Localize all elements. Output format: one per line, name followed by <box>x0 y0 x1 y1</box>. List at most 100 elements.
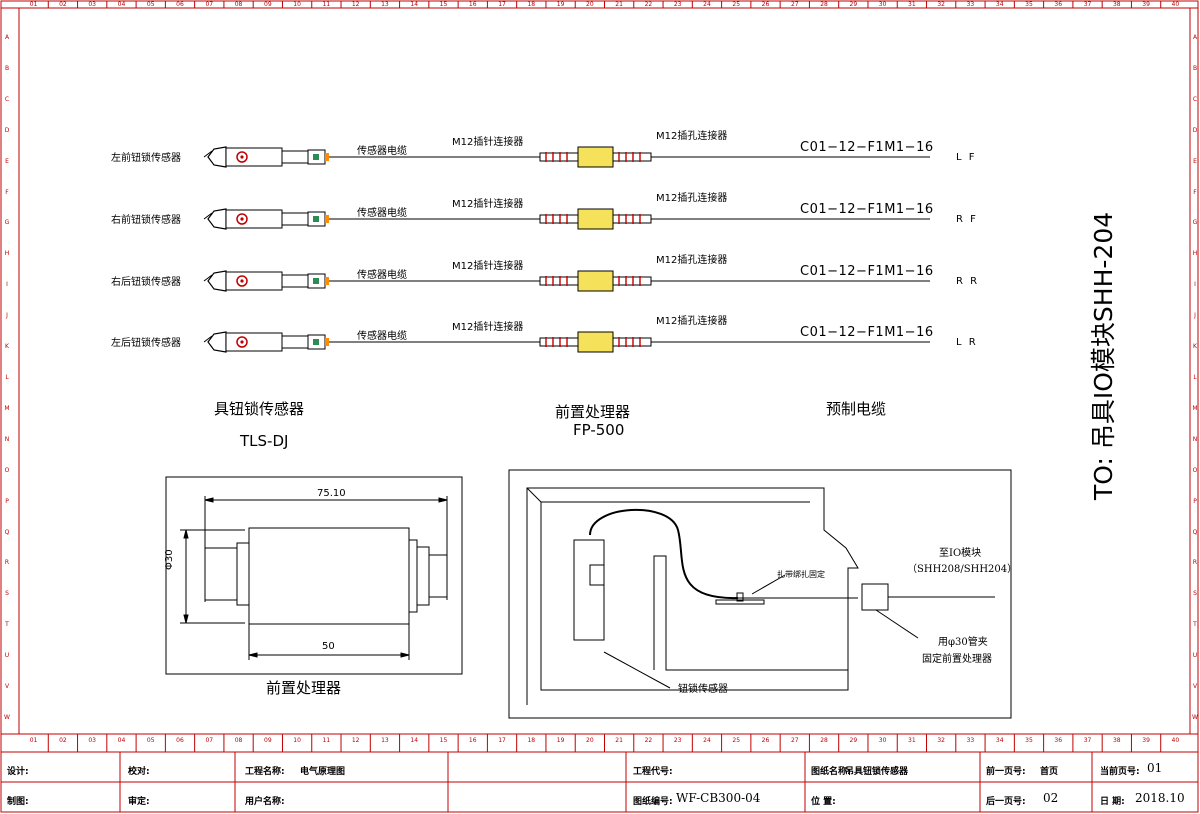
frame-column-number: 25 <box>732 1 741 8</box>
frame-column-number: 12 <box>351 1 360 8</box>
frame-column-number: 40 <box>1171 737 1180 744</box>
check-label: 校对: <box>128 767 150 777</box>
frame-row-letter: P <box>1193 497 1197 505</box>
channel-position-label: R R <box>956 276 980 287</box>
frame-row-letter: J <box>6 312 8 320</box>
review-label: 审定: <box>128 797 150 807</box>
frame-row-letter: Q <box>4 528 10 536</box>
diameter-dimension-label: Φ30 <box>164 549 175 570</box>
frame-column-number: 28 <box>820 1 828 8</box>
frame-row-letter: D <box>1192 126 1198 134</box>
channel-sensor-label: 右后钮锁传感器 <box>111 277 181 288</box>
sensor-model: TLS-DJ <box>240 432 289 450</box>
prev-page-value: 首页 <box>1040 767 1059 777</box>
frame-column-number: 29 <box>849 737 858 744</box>
body-dimension-label: 50 <box>322 641 335 652</box>
frame-column-number: 20 <box>586 737 594 744</box>
date-label: 日 期: <box>1100 797 1125 807</box>
dimension-drawing-caption: 前置处理器 <box>266 679 342 697</box>
frame-row-letter: L <box>5 374 9 381</box>
frame-column-number: 38 <box>1112 737 1121 744</box>
project-code-label: 工程代号: <box>633 767 673 777</box>
frame-column-number: 16 <box>468 1 477 8</box>
frame-row-letter: N <box>4 435 10 443</box>
frame-row-letter: U <box>4 652 10 660</box>
channel-socket-connector-label: M12插孔连接器 <box>656 255 728 266</box>
frame-row-letter: A <box>1192 34 1198 41</box>
frame-row-letter: C <box>1192 95 1198 103</box>
frame-row-letter: E <box>1193 157 1197 165</box>
frame-row-letter: O <box>1192 466 1198 474</box>
frame-column-number: 22 <box>644 1 653 8</box>
frame-column-number: 16 <box>468 737 477 744</box>
frame-row-letter: R <box>4 559 10 567</box>
frame-column-number: 21 <box>615 1 623 8</box>
frame-column-number: 32 <box>937 1 945 8</box>
frame-column-number: 29 <box>849 1 858 8</box>
frame-column-number: 31 <box>908 1 916 8</box>
frame-column-number: 39 <box>1142 1 1150 8</box>
channel-socket-connector-label: M12插孔连接器 <box>656 193 728 204</box>
frame-row-letter: R <box>1192 559 1198 567</box>
channel-2-wiring <box>203 208 930 230</box>
frame-column-number: 24 <box>703 1 711 8</box>
frame-column-number: 18 <box>527 1 536 8</box>
io-module-models: （SHH208/SHH204） <box>907 564 1018 575</box>
sensor-section-title: 具钮锁传感器 <box>214 400 305 418</box>
frame-column-number: 36 <box>1054 737 1063 744</box>
frame-row-letter: F <box>5 188 9 196</box>
to-io-module-label: 至IO模块 <box>939 548 982 559</box>
frame-column-number: 14 <box>410 737 419 744</box>
frame-column-number: 24 <box>703 737 711 744</box>
processor-model: FP-500 <box>573 421 625 439</box>
channel-cable-label: 传感器电缆 <box>357 146 407 157</box>
frame-row-letter: B <box>4 64 10 72</box>
frame-row-letter: M <box>4 404 10 412</box>
frame-column-number: 35 <box>1025 737 1033 744</box>
channel-plug-connector-label: M12插针连接器 <box>452 322 524 333</box>
frame-column-number: 05 <box>146 737 155 744</box>
channel-cable-label: 传感器电缆 <box>357 270 407 281</box>
frame-column-number: 03 <box>88 1 96 8</box>
frame-row-letter: K <box>5 343 9 351</box>
frame-column-number: 33 <box>966 737 975 744</box>
channel-cable-label: 传感器电缆 <box>357 208 407 219</box>
channel-cable-code: C01−12−F1M1−16 <box>800 202 934 217</box>
frame-column-number: 35 <box>1025 1 1033 8</box>
frame-column-number: 21 <box>615 737 623 744</box>
draw-label: 制图: <box>7 797 29 807</box>
frame-row-letter: F <box>1193 188 1197 196</box>
frame-column-number: 09 <box>264 1 272 8</box>
frame-row-letter: S <box>5 590 9 598</box>
frame-column-number: 02 <box>59 737 67 744</box>
frame-column-number: 31 <box>908 737 916 744</box>
processor-dimension-drawing <box>165 476 463 675</box>
channel-position-label: L R <box>956 337 978 348</box>
frame-column-number: 06 <box>176 737 184 744</box>
processor-section-title: 前置处理器 <box>555 403 631 421</box>
channel-position-label: R F <box>956 214 978 225</box>
frame-column-number: 10 <box>293 737 301 744</box>
frame-column-number: 13 <box>381 737 389 744</box>
frame-column-number: 11 <box>322 1 331 8</box>
channel-socket-connector-label: M12插孔连接器 <box>656 316 728 327</box>
frame-column-number: 19 <box>556 1 565 8</box>
frame-row-letter: G <box>4 219 10 227</box>
frame-column-number: 08 <box>234 1 243 8</box>
frame-row-letter: P <box>5 497 9 505</box>
frame-column-number: 03 <box>88 737 96 744</box>
frame-row-letter: W <box>4 714 10 721</box>
project-name-label: 工程名称: <box>245 767 285 777</box>
frame-column-number: 40 <box>1171 1 1180 8</box>
frame-row-letter: H <box>1192 250 1198 258</box>
frame-column-number: 14 <box>410 1 419 8</box>
frame-row-letter: T <box>5 621 9 629</box>
frame-column-number: 04 <box>117 1 126 8</box>
design-label: 设计: <box>7 767 29 777</box>
frame-row-letter: M <box>1192 404 1198 412</box>
channel-cable-code: C01−12−F1M1−16 <box>800 140 934 155</box>
frame-column-number: 10 <box>293 1 301 8</box>
to-module-label: TO: 吊具IO模块SHH-204 <box>1089 211 1118 500</box>
